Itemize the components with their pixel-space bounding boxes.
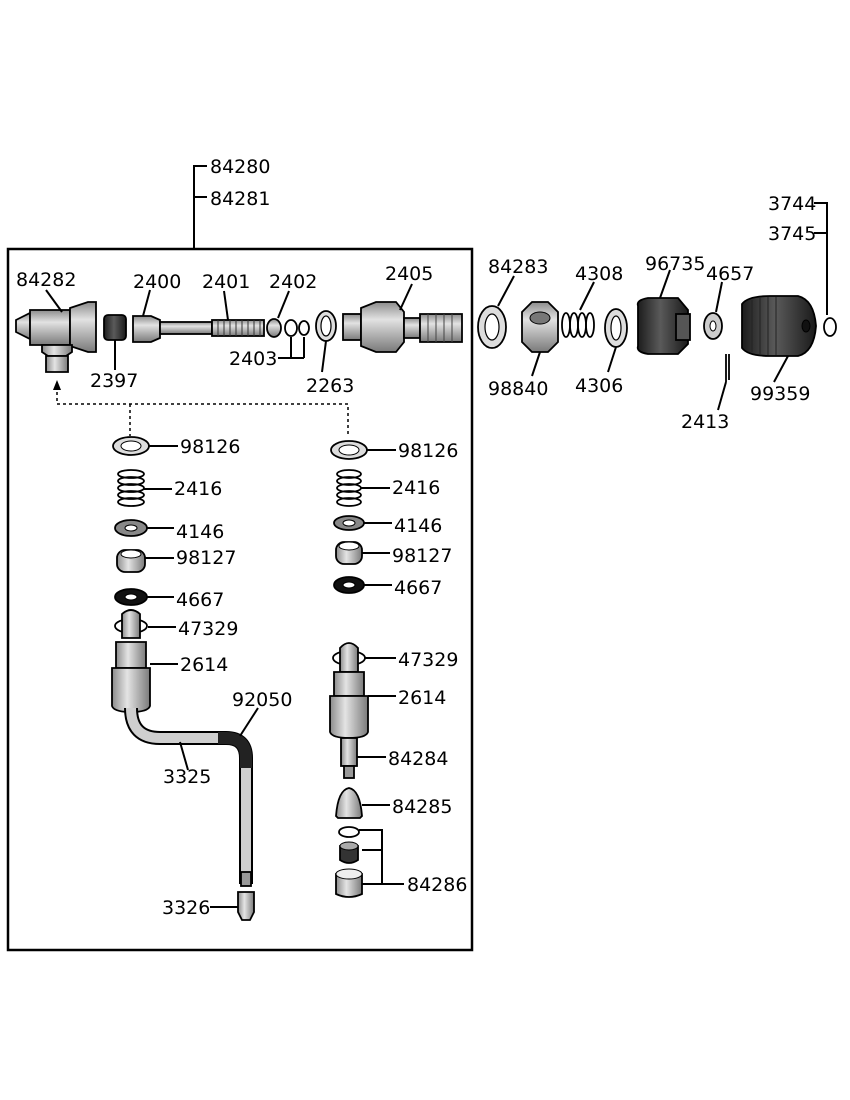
- label-96735: 96735: [645, 253, 705, 275]
- label-4667-right: 4667: [394, 577, 442, 599]
- label-98126-right: 98126: [398, 440, 458, 462]
- label-92050: 92050: [232, 689, 292, 711]
- label-98840: 98840: [488, 378, 548, 400]
- label-4306: 4306: [575, 375, 623, 397]
- label-98127-left: 98127: [176, 547, 236, 569]
- label-84283: 84283: [488, 256, 548, 278]
- label-2405: 2405: [385, 263, 433, 285]
- label-47329-right: 47329: [398, 649, 458, 671]
- right-stack-leaders: [357, 449, 404, 885]
- top-row-leaders: [45, 269, 789, 411]
- label-4657: 4657: [706, 263, 754, 285]
- label-3326: 3326: [162, 897, 210, 919]
- label-84285: 84285: [392, 796, 452, 818]
- label-84284: 84284: [388, 748, 448, 770]
- left-stack-leaders: [144, 445, 259, 908]
- tee-fitting-84282: [15, 301, 97, 373]
- threaded-rod-2401: [211, 319, 265, 337]
- cap-bracket: [814, 202, 828, 315]
- o-ring-2403a: [284, 319, 298, 337]
- spring-4308: [561, 312, 595, 338]
- hex-nut-98840: [521, 301, 559, 353]
- label-84281: 84281: [210, 188, 270, 210]
- label-2416-right: 2416: [392, 477, 440, 499]
- o-ring-2403b: [298, 320, 310, 336]
- label-4308: 4308: [575, 263, 623, 285]
- label-2403: 2403: [229, 348, 277, 370]
- washer-2402: [266, 318, 282, 338]
- assembly-frame: [6, 247, 474, 952]
- label-3744: 3744: [768, 193, 816, 215]
- label-84286: 84286: [407, 874, 467, 896]
- label-84282: 84282: [16, 269, 76, 291]
- label-2413: 2413: [681, 411, 729, 433]
- label-3745: 3745: [768, 223, 816, 245]
- label-2402: 2402: [269, 271, 317, 293]
- assembly-bracket: [193, 165, 207, 249]
- cotter-pin-2413: [725, 354, 730, 382]
- label-4667-left: 4667: [176, 589, 224, 611]
- label-2263: 2263: [306, 375, 354, 397]
- seal-2397: [103, 314, 127, 341]
- label-47329-left: 47329: [178, 618, 238, 640]
- label-98126-left: 98126: [180, 436, 240, 458]
- label-2416-left: 2416: [174, 478, 222, 500]
- label-2614-left: 2614: [180, 654, 228, 676]
- o-ring-3744: [823, 317, 837, 337]
- dotted-connector: [53, 380, 349, 436]
- label-3325: 3325: [163, 766, 211, 788]
- stem-2400: [132, 315, 213, 343]
- valve-body-2405: [342, 301, 463, 353]
- label-4146-right: 4146: [394, 515, 442, 537]
- left-stack: [111, 436, 255, 921]
- label-99359: 99359: [750, 383, 810, 405]
- label-2397: 2397: [90, 370, 138, 392]
- label-4146-left: 4146: [176, 521, 224, 543]
- label-2614-right: 2614: [398, 687, 446, 709]
- label-98127-right: 98127: [392, 545, 452, 567]
- label-84280: 84280: [210, 156, 270, 178]
- label-2401: 2401: [202, 271, 250, 293]
- right-stack: [329, 440, 369, 898]
- label-2400: 2400: [133, 271, 181, 293]
- knob-96735: [636, 297, 691, 355]
- cap-99359: [741, 295, 817, 357]
